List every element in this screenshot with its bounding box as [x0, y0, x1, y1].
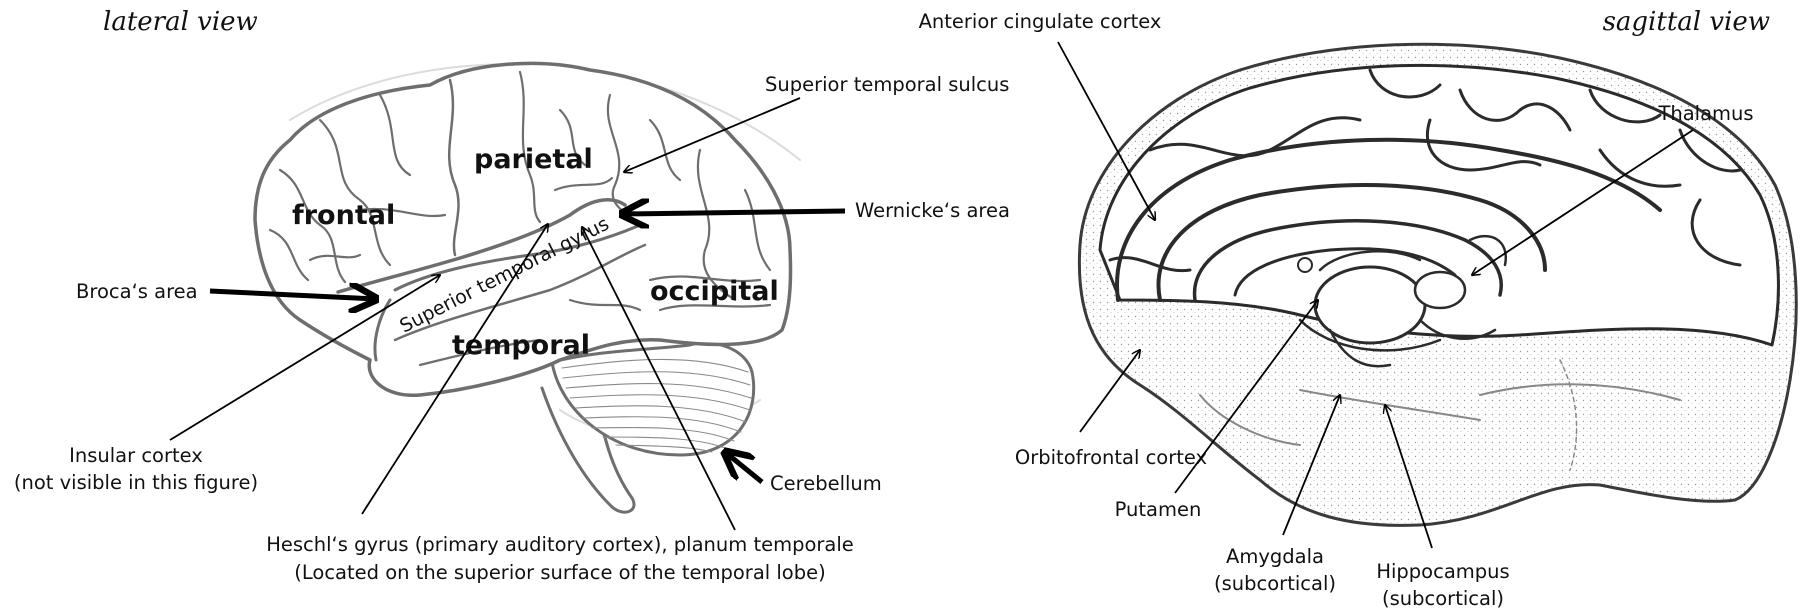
label-orbitofrontal-cortex: Orbitofrontal cortex: [1015, 446, 1207, 469]
lobe-label-frontal: frontal: [292, 200, 395, 231]
label-anterior-cingulate-cortex: Anterior cingulate cortex: [919, 10, 1162, 33]
label-heschls-gyrus: Heschl‘s gyrus (primary auditory cortex)…: [266, 533, 854, 556]
label-superior-temporal-sulcus: Superior temporal sulcus: [765, 73, 1009, 96]
lobe-label-temporal: temporal: [452, 330, 590, 361]
label-cerebellum: Cerebellum: [770, 472, 882, 495]
label-putamen: Putamen: [1115, 498, 1202, 521]
label-amygdala-note: (subcortical): [1214, 572, 1336, 595]
label-hippocampus: Hippocampus: [1376, 560, 1509, 583]
lateral-view-title: lateral view: [103, 7, 258, 37]
label-heschls-gyrus-note: (Located on the superior surface of the …: [294, 561, 825, 584]
label-insular-cortex-note: (not visible in this figure): [14, 471, 258, 494]
label-amygdala: Amygdala: [1226, 545, 1324, 568]
arrow-wernickes-area: [622, 211, 845, 214]
lobe-label-parietal: parietal: [474, 144, 593, 175]
label-wernickes-area: Wernicke‘s area: [855, 199, 1010, 222]
arrow-cerebellum: [725, 452, 762, 482]
label-insular-cortex: Insular cortex: [69, 444, 203, 467]
arrow-orbitofrontal: [1080, 350, 1140, 432]
label-thalamus: Thalamus: [1657, 102, 1753, 125]
sagittal-view-title: sagittal view: [1603, 7, 1770, 37]
label-hippocampus-note: (subcortical): [1382, 587, 1504, 610]
label-brocas-area: Broca‘s area: [76, 280, 198, 303]
lobe-label-occipital: occipital: [650, 276, 779, 307]
